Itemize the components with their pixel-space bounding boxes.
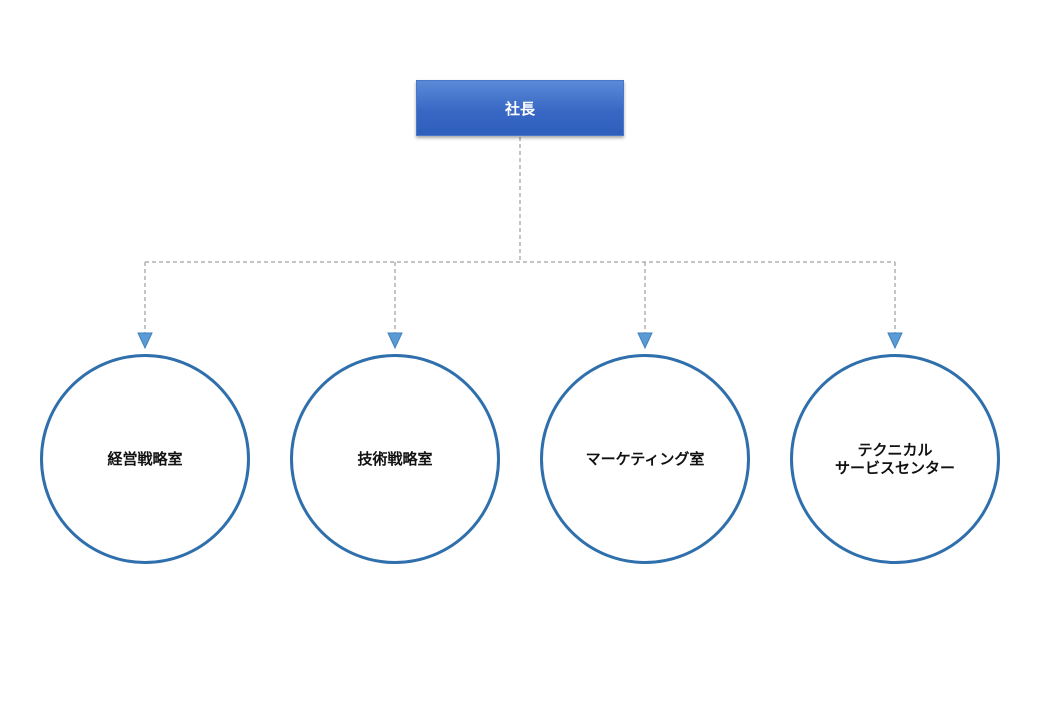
child-node-label: 技術戦略室 [357,450,433,468]
child-node-technical-service-center: テクニカル サービスセンター [790,354,1000,564]
child-node-marketing: マーケティング室 [540,354,750,564]
root-node-label: 社長 [504,99,535,118]
child-node-label: マーケティング室 [585,450,705,468]
child-node-management-strategy: 経営戦略室 [40,354,250,564]
arrowhead-4 [887,332,903,350]
child-node-label: 経営戦略室 [107,450,183,468]
child-node-label: テクニカル サービスセンター [834,441,955,477]
child-node-technology-strategy: 技術戦略室 [290,354,500,564]
arrowhead-1 [137,332,153,350]
arrowhead-2 [387,332,403,350]
arrowhead-3 [637,332,653,350]
root-node-president: 社長 [416,80,624,136]
